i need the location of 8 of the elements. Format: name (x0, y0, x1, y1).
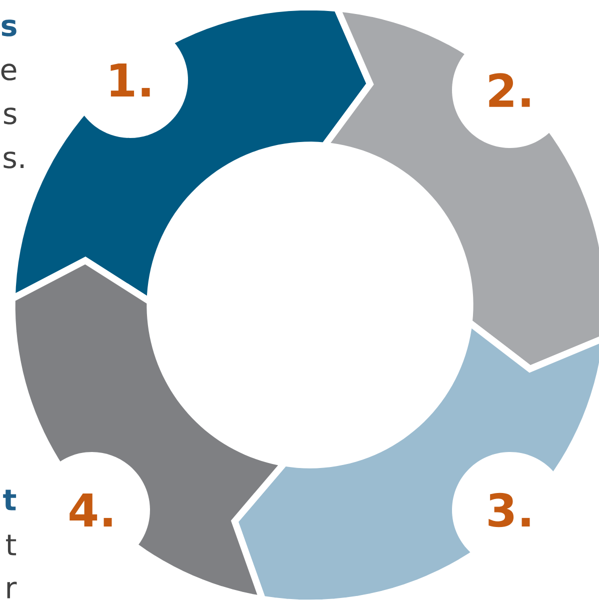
text-fragment: s (2, 20, 16, 36)
arrow-segment: 3. (230, 316, 599, 604)
text-fragment: r (7, 582, 17, 598)
text-fragment: t (6, 534, 16, 556)
text-fragment: s. (4, 152, 24, 168)
text-fragment: s (4, 108, 16, 124)
text-fragment: e (1, 64, 16, 80)
text-fragment: t (3, 490, 16, 510)
